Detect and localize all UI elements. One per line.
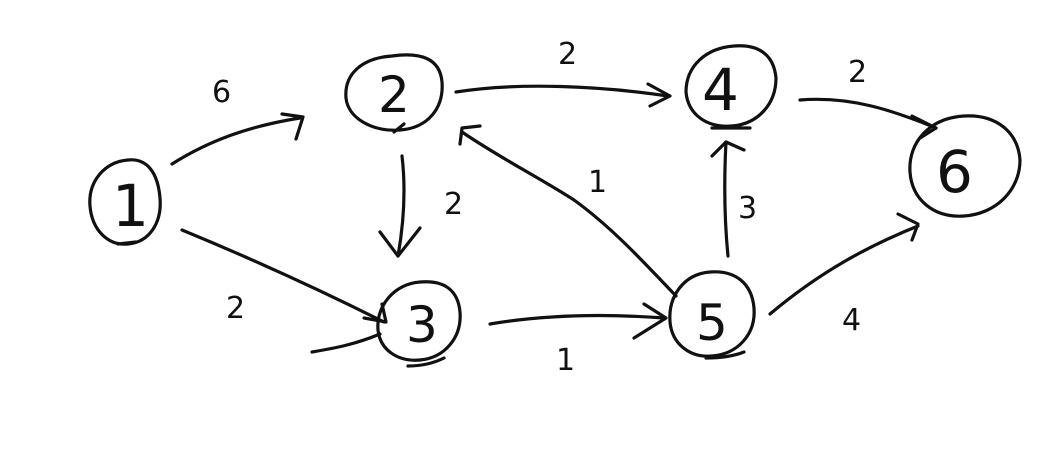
edge-1-3-tail-stroke <box>310 332 382 354</box>
edge-5-2-arrowhead <box>458 124 482 146</box>
edge-5-4-line <box>723 140 730 258</box>
node-5: 5 <box>668 270 756 360</box>
edge-2-4: 2 <box>454 37 672 108</box>
node-6: 6 <box>908 114 1022 218</box>
node-3: 3 <box>376 280 462 368</box>
edge-1-3-arrowhead <box>362 302 388 324</box>
node-2-outline <box>344 53 444 134</box>
edge-2-4-weight: 2 <box>558 37 577 72</box>
edge-1-3-line <box>180 228 386 324</box>
node-2: 2 <box>344 53 444 134</box>
edge-5-2-line <box>460 130 678 298</box>
node-5-outline <box>668 270 756 360</box>
edge-3-5: 1 <box>488 302 668 378</box>
node-4-outline <box>684 44 778 130</box>
edge-4-6: 2 <box>798 55 938 140</box>
edge-2-4-arrowhead <box>646 82 672 108</box>
edge-1-2-weight: 6 <box>212 75 231 110</box>
edge-2-3-arrowhead <box>378 226 422 258</box>
edge-5-4-weight: 3 <box>738 191 757 226</box>
edge-5-2-weight: 1 <box>588 165 607 200</box>
edge-5-4-arrowhead <box>710 140 746 158</box>
edge-1-2: 6 <box>170 75 305 166</box>
edge-1-3-weight: 2 <box>226 291 245 326</box>
edge-5-6-line <box>768 224 920 316</box>
edge-3-5-arrowhead <box>632 302 668 340</box>
node-6-outline <box>908 114 1022 218</box>
edge-5-6-weight: 4 <box>842 303 861 338</box>
node-3-label: 3 <box>406 296 438 354</box>
edge-2-3: 2 <box>378 154 463 258</box>
edge-1-3: 2 <box>180 228 388 354</box>
node-5-label: 5 <box>696 294 728 352</box>
node-1-label: 1 <box>112 172 149 240</box>
edge-4-6-weight: 2 <box>848 55 867 90</box>
edge-1-2-arrowhead <box>280 112 305 141</box>
node-4: 4 <box>684 44 778 130</box>
edge-5-6: 4 <box>768 212 920 338</box>
node-1: 1 <box>88 158 162 246</box>
edge-2-4-line <box>454 84 670 98</box>
edge-4-6-line <box>798 97 938 130</box>
edge-2-3-weight: 2 <box>444 187 463 222</box>
edge-3-5-line <box>488 313 666 326</box>
edge-5-4: 3 <box>710 140 757 258</box>
node-6-label: 6 <box>936 138 973 206</box>
node-1-outline <box>88 158 162 246</box>
edge-5-6-arrowhead <box>896 212 920 242</box>
edge-5-2: 1 <box>458 124 678 298</box>
edge-1-2-line <box>170 116 302 166</box>
edge-3-5-weight: 1 <box>556 343 575 378</box>
node-2-label: 2 <box>378 66 410 124</box>
node-4-label: 4 <box>702 56 739 124</box>
edge-2-3-line <box>396 154 406 258</box>
edge-4-6-arrowhead <box>910 114 938 140</box>
